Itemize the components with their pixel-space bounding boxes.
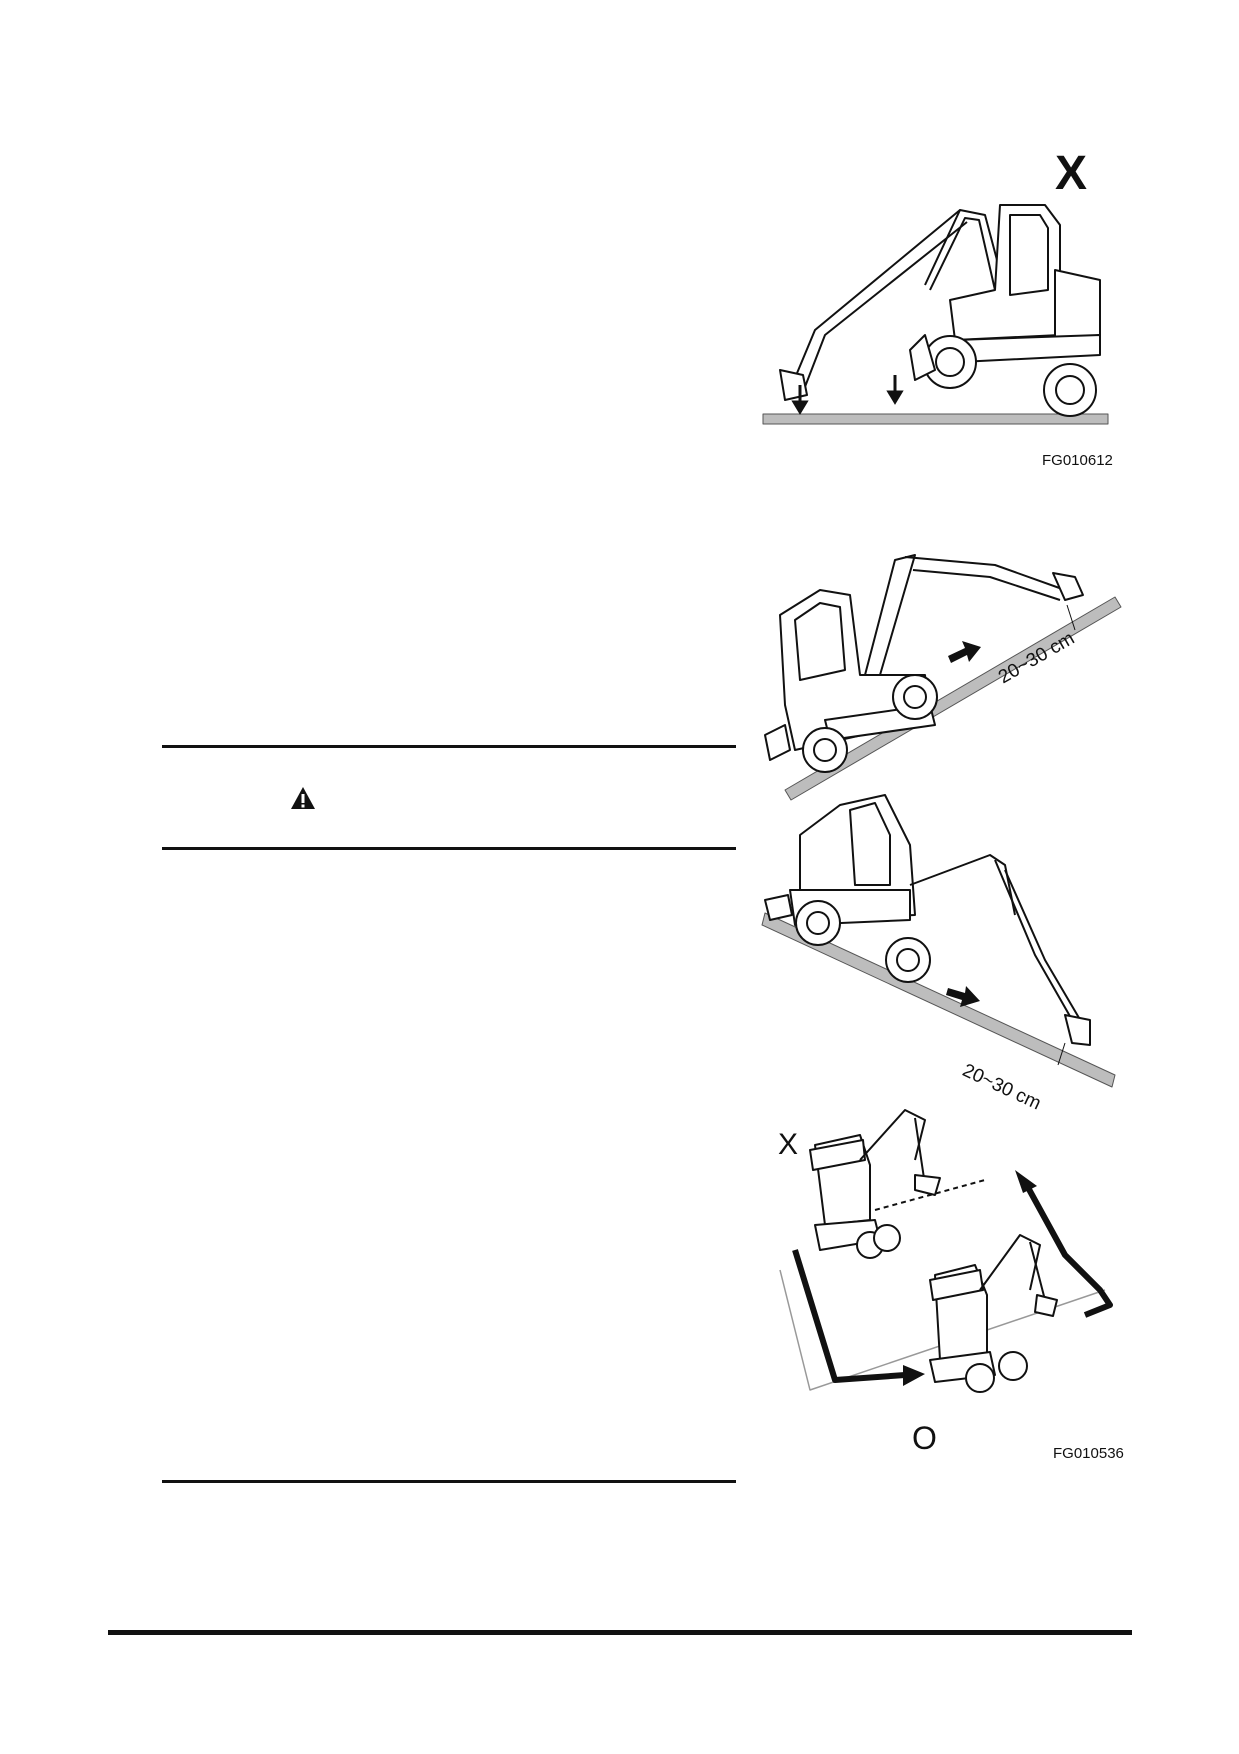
right-marker-turn: O xyxy=(912,1420,937,1456)
wrong-marker-top: X xyxy=(1055,147,1088,200)
figure-turn-on-slope xyxy=(779,1109,1113,1393)
wrong-marker-turn: X xyxy=(778,1128,799,1161)
warning-rule-bottom xyxy=(162,847,736,850)
footer-rule xyxy=(108,1630,1132,1635)
figure-lifted-machine xyxy=(762,204,1109,425)
figure-travel-up-slope xyxy=(764,554,1122,801)
figure-travel-down-slope xyxy=(761,794,1116,1088)
section-rule xyxy=(162,1480,736,1483)
warning-rule-top xyxy=(162,745,736,748)
figure-id-top: FG010612 xyxy=(1042,452,1113,469)
figure-id-turn: FG010536 xyxy=(1053,1445,1124,1462)
warning-triangle-icon xyxy=(291,787,315,809)
